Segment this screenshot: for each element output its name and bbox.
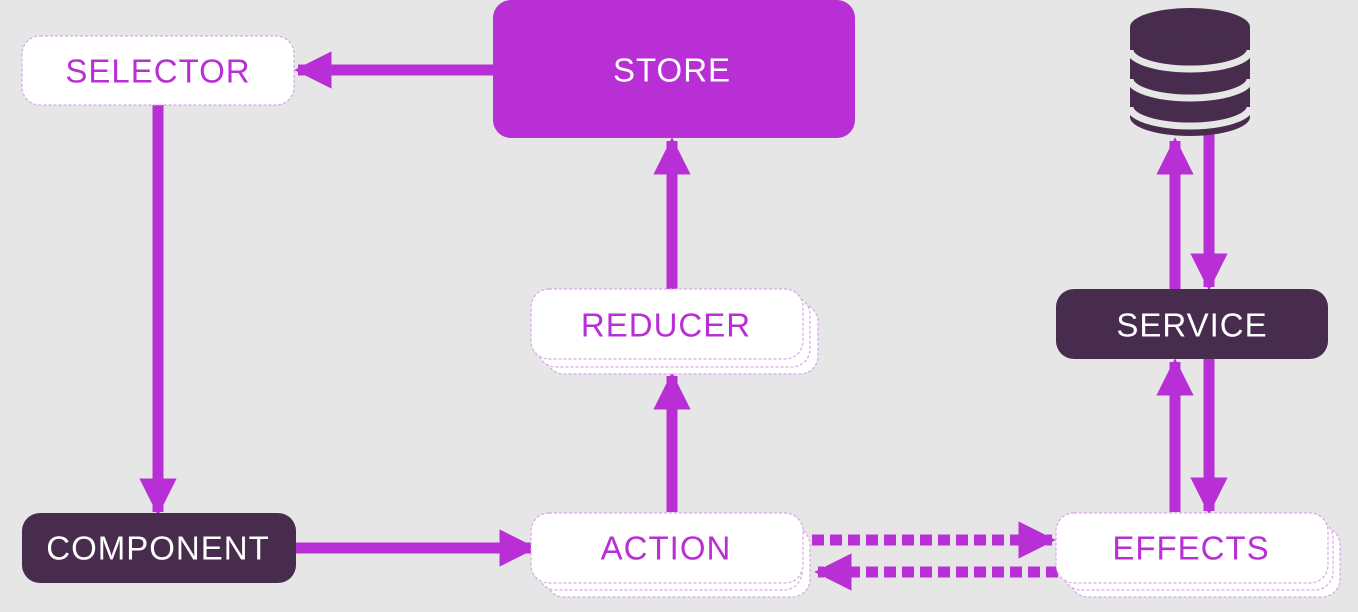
- effects-label: EFFECTS: [1112, 530, 1269, 567]
- reducer-node: REDUCER: [530, 288, 819, 375]
- selector-label: SELECTOR: [65, 53, 250, 90]
- store-node: STORE: [493, 0, 855, 138]
- reducer-label: REDUCER: [581, 307, 751, 344]
- action-label: ACTION: [601, 530, 732, 567]
- action-node: ACTION: [530, 512, 811, 598]
- database-icon: [1126, 8, 1254, 136]
- edges: [139, 51, 1228, 591]
- service-node: SERVICE: [1056, 289, 1328, 359]
- component-node: COMPONENT: [22, 513, 296, 583]
- selector-node: SELECTOR: [21, 35, 295, 106]
- service-label: SERVICE: [1116, 307, 1267, 344]
- effects-node: EFFECTS: [1055, 512, 1341, 598]
- component-label: COMPONENT: [46, 530, 270, 567]
- store-label: STORE: [613, 52, 731, 89]
